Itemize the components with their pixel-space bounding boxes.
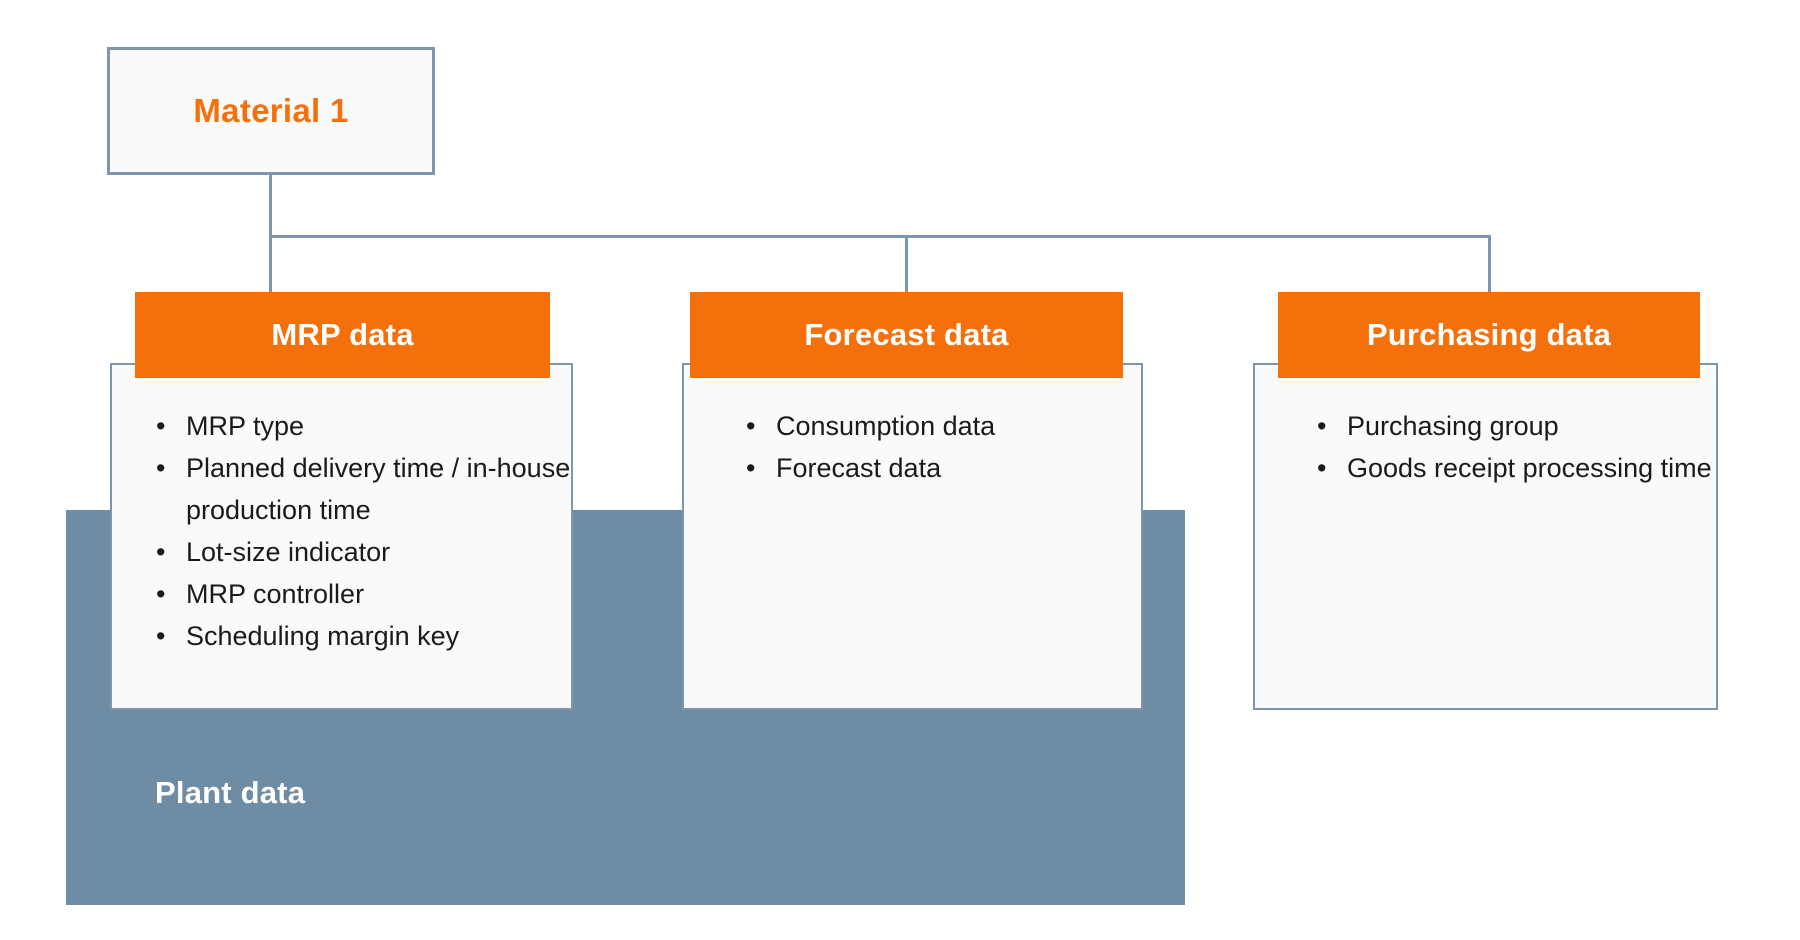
list-item: MRP controller [152,573,572,615]
list-item: Purchasing group [1313,405,1713,447]
list-item: Lot-size indicator [152,531,572,573]
connector-horizontal-bus [269,235,1491,238]
connector-down-mrp [269,235,272,295]
list-item: Goods receipt processing time [1313,447,1713,489]
card-mrp-data-title: MRP data [271,317,414,352]
plant-data-label: Plant data [155,775,306,810]
card-forecast-data-list: Consumption data Forecast data [742,405,1142,489]
card-mrp-data-list: MRP type Planned delivery time / in-hous… [152,405,572,657]
list-item: Planned delivery time / in-house product… [152,447,572,531]
list-item: Forecast data [742,447,1142,489]
card-forecast-data-header[interactable]: Forecast data [690,292,1123,378]
node-material-1[interactable]: Material 1 [107,47,435,175]
connector-root-down [269,175,272,237]
list-item: Consumption data [742,405,1142,447]
list-item: Scheduling margin key [152,615,572,657]
list-item: MRP type [152,405,572,447]
node-material-1-label: Material 1 [193,92,349,129]
card-purchasing-data-header[interactable]: Purchasing data [1278,292,1700,378]
connector-down-purchasing [1488,235,1491,295]
card-forecast-data-title: Forecast data [804,317,1009,352]
card-purchasing-data-title: Purchasing data [1366,317,1612,352]
card-mrp-data-header[interactable]: MRP data [135,292,550,378]
card-purchasing-data-list: Purchasing group Goods receipt processin… [1313,405,1713,489]
connector-down-forecast [905,235,908,295]
